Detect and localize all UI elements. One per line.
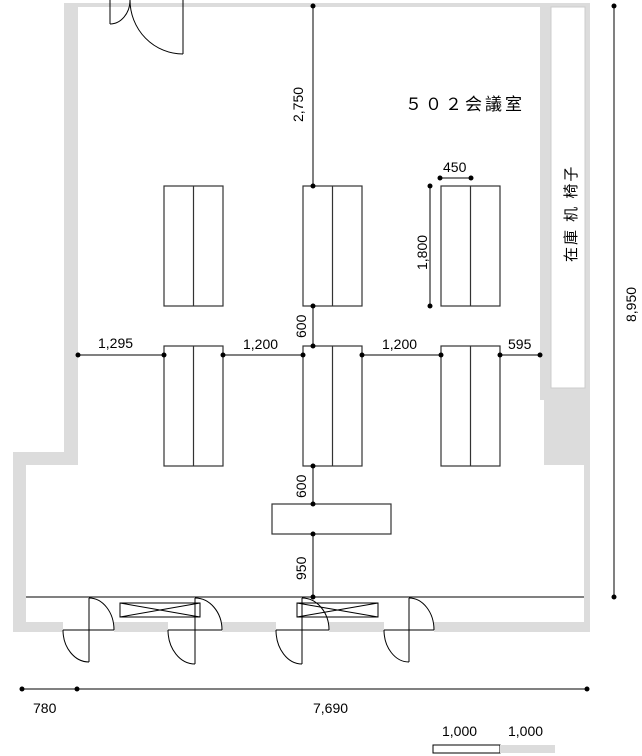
dim-wall-to-table: 1,295 <box>98 335 133 351</box>
door <box>167 597 223 665</box>
table <box>163 345 224 467</box>
dim-gap-right: 1,200 <box>382 336 417 352</box>
dim-gap-left: 1,200 <box>243 336 278 352</box>
door <box>383 597 435 663</box>
dim-row-to-podium: 600 <box>293 474 309 498</box>
top-door <box>109 0 184 55</box>
door <box>275 597 330 665</box>
table <box>440 185 501 307</box>
walls <box>13 3 590 632</box>
podium-table <box>271 503 392 535</box>
table <box>440 345 501 467</box>
dim-table-width: 450 <box>443 159 467 175</box>
dim-top-to-tables: 2,750 <box>290 87 306 122</box>
scale-bar: 1,000 1,000 <box>432 723 555 754</box>
storage-label: 在庫 机 椅子 <box>563 165 580 262</box>
dim-table-length: 1,800 <box>414 235 430 270</box>
table <box>163 185 224 307</box>
dim-right-clearance: 595 <box>508 336 532 352</box>
door <box>62 597 115 663</box>
dim-row-gap: 600 <box>293 314 309 338</box>
scale-label-1: 1,000 <box>442 723 477 739</box>
room-title: ５０２会議室 <box>405 95 525 114</box>
dimension-lines <box>19 3 617 692</box>
dim-podium-to-wall: 950 <box>293 556 309 580</box>
dim-room-depth: 8,950 <box>623 287 639 322</box>
dim-bottom-offset: 780 <box>33 700 57 716</box>
tables <box>163 185 501 535</box>
window <box>296 602 379 618</box>
dim-room-width: 7,690 <box>313 700 348 716</box>
table <box>302 345 363 467</box>
table <box>302 185 363 307</box>
bottom-doors <box>62 597 435 665</box>
window <box>119 602 201 618</box>
scale-label-2: 1,000 <box>508 723 543 739</box>
